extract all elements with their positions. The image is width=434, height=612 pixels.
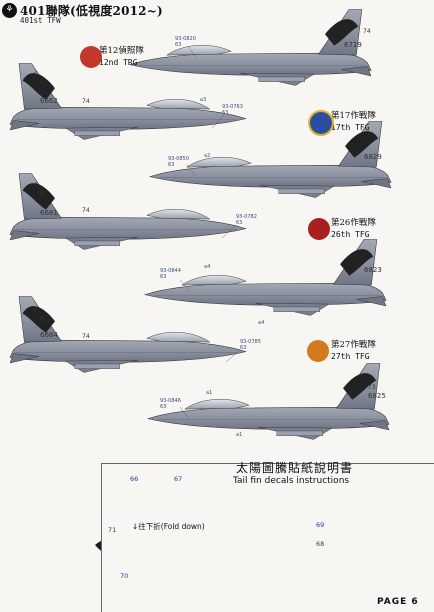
callout-a3: a3: [200, 97, 207, 103]
callout-93-0820: 93-0820 63: [175, 36, 196, 48]
tail-num-74-5: 74: [82, 333, 90, 340]
aircraft-4-side: [144, 239, 387, 316]
decal-num-68: 68: [316, 540, 325, 548]
decal-num-70: 70: [120, 572, 129, 580]
unit-en: 27th TFG: [331, 352, 370, 361]
wing-logo-icon: ⚘: [2, 3, 17, 18]
nose-code-6681: 6681: [40, 209, 58, 217]
unit-en: 26th TFG: [331, 230, 370, 239]
serial-6823: 6823: [364, 266, 382, 274]
page-header: ⚘ 401聯隊(低視度2012~) 401st TFW: [0, 0, 434, 28]
callout-a2: a2: [204, 153, 211, 159]
aircraft-1-top: [129, 9, 372, 86]
tail-letter-r-1: R: [40, 79, 45, 86]
tail-letter-r-5: R: [40, 316, 45, 323]
callout-a1-lower: a1: [236, 432, 243, 438]
callout-a1-upper: a1: [206, 390, 213, 396]
unit-label-26th: 第26作戰隊 26th TFG: [331, 218, 376, 240]
tail-letter-r-3: R: [40, 190, 45, 197]
serial-6719: 6719: [344, 41, 362, 49]
aircraft-6-side: [147, 363, 390, 440]
unit-patch-12nd: [80, 46, 102, 68]
fold-down-label: ↓往下折(Fold down): [132, 522, 205, 531]
callout-93-0785: 93-0785 63: [240, 339, 261, 351]
tail-letter-c-5: C: [34, 308, 39, 315]
unit-label-17th: 第17作戰隊 17th TFG: [331, 111, 376, 133]
decal-num-67: 67: [174, 475, 183, 483]
callout-93-0850: 93-0850 63: [168, 156, 189, 168]
unit-patch-26th: [308, 218, 330, 240]
callout-a4-lower: a4: [258, 320, 265, 326]
page-title: 401聯隊(低視度2012~): [20, 4, 163, 18]
unit-zh: 第27作戰隊: [331, 340, 376, 350]
tail-fin-title-zh: 太陽圖騰貼紙說明書: [236, 461, 354, 475]
tail-fin-instructions-panel: [101, 463, 434, 612]
page-number: PAGE 6: [377, 597, 419, 607]
unit-label-12nd: 第12偵照隊 12nd TRG: [99, 46, 144, 68]
unit-patch-27th: [307, 340, 329, 362]
decal-num-69: 69: [316, 521, 325, 529]
tail-num-74-3: 74: [82, 207, 90, 214]
unit-zh: 第17作戰隊: [331, 111, 376, 121]
unit-en: 12nd TRG: [99, 58, 138, 67]
tail-letter-c-1: C: [34, 71, 39, 78]
callout-93-0846: 93-0846 63: [160, 398, 181, 410]
decal-num-66: 66: [130, 475, 139, 483]
callout-93-0763: 93-0763 63: [222, 104, 243, 116]
serial-6829: 6829: [364, 153, 382, 161]
unit-zh: 第12偵照隊: [99, 46, 144, 56]
callout-a4-upper: a4: [204, 264, 211, 270]
nose-code-6684: 6684: [40, 331, 58, 339]
unit-label-27th: 第27作戰隊 27th TFG: [331, 340, 376, 362]
tail-num-73-6: 73: [368, 384, 376, 391]
callout-93-0844: 93-0844 63: [160, 268, 181, 280]
unit-patch-17th: [308, 110, 334, 136]
tail-letter-c-3: C: [34, 182, 39, 189]
tail-num-74-top: 74: [363, 28, 371, 35]
decal-num-71: 71: [108, 526, 117, 534]
nose-code-6662: 6662: [40, 97, 58, 105]
unit-zh: 第26作戰隊: [331, 218, 376, 228]
unit-en: 17th TFG: [331, 123, 370, 132]
tail-fin-title-en: Tail fin decals instructions: [233, 476, 350, 486]
page-subtitle: 401st TFW: [20, 16, 61, 25]
serial-6825: 6825: [368, 392, 386, 400]
callout-93-0782: 93-0782 63: [236, 214, 257, 226]
tail-num-74-1: 74: [82, 98, 90, 105]
